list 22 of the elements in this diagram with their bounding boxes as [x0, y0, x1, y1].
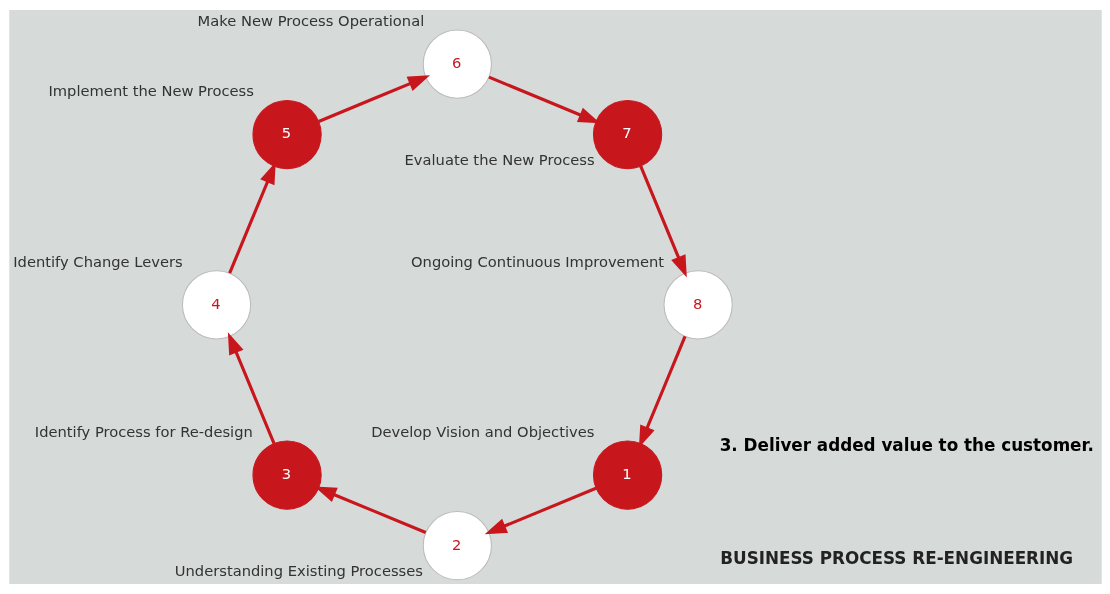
arrow: [484, 486, 597, 535]
node-label: Implement the New Process: [47, 82, 254, 100]
arrow: [487, 75, 600, 124]
label: 3. Deliver added value to the customer.: [719, 434, 1094, 455]
node-circle: 4: [181, 270, 251, 340]
node-text: BUSINESS PROCESS RE-ENGINEERING: [719, 547, 1073, 568]
arrow: [317, 75, 430, 123]
arrow: [227, 332, 275, 445]
node-circle: 6: [422, 29, 492, 99]
node-circle: 8: [663, 270, 733, 340]
node-circle: 2: [422, 511, 492, 581]
node-label: Make New Process Operational: [197, 11, 424, 29]
node-circle: 5: [251, 99, 322, 170]
node-circle: 1: [592, 440, 662, 510]
node-label: Identify Process for Re-design: [34, 423, 253, 441]
arrow: [638, 165, 687, 278]
node-label: Understanding Existing Processes: [174, 561, 423, 579]
node-label: Develop Vision and Objectives: [370, 423, 594, 441]
node-label: Identify Change Levers: [12, 252, 183, 270]
node-circle: 3: [251, 440, 322, 510]
node-label: Evaluate the New Process: [404, 150, 595, 168]
node-label: Ongoing Continuous Improvement: [410, 252, 664, 270]
